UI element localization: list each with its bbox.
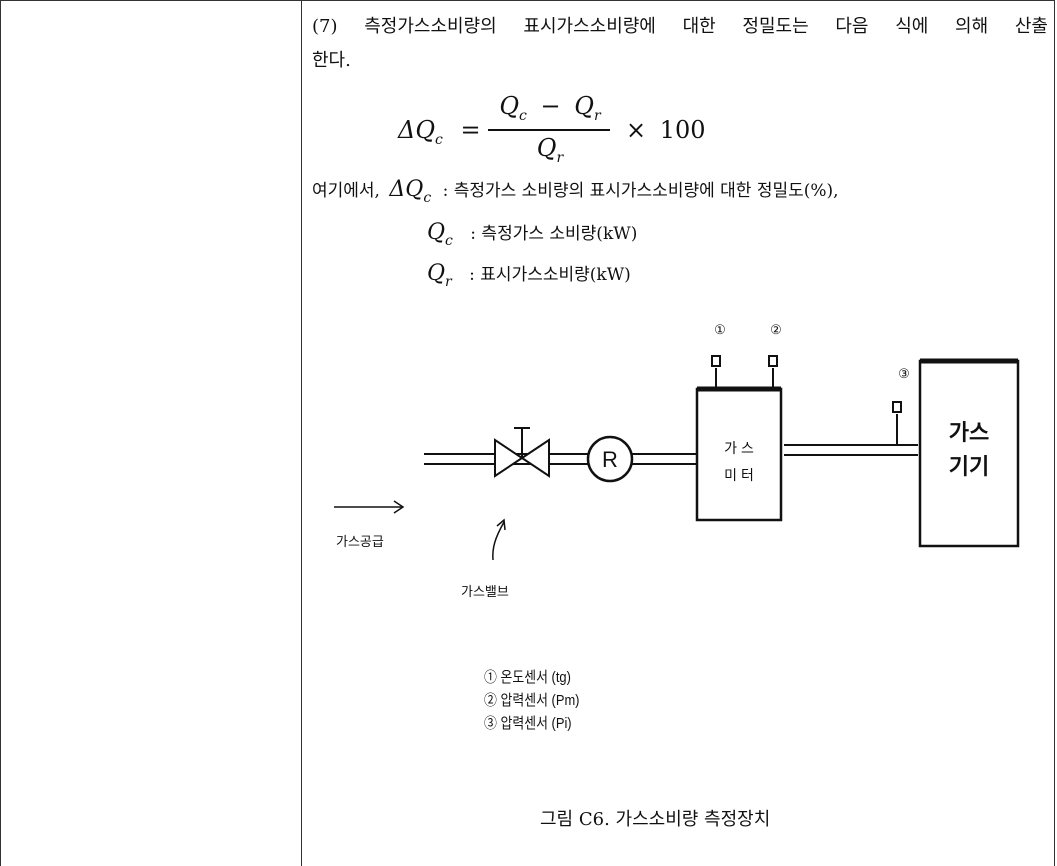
- sensor-number: ②: [770, 322, 782, 337]
- paragraph-word: 산출: [1014, 16, 1048, 37]
- outlet-pipe: [784, 444, 918, 456]
- equation-sub: r: [556, 150, 564, 166]
- definition-sub: r: [445, 274, 452, 290]
- definition-sub: c: [423, 190, 432, 206]
- paragraph-word: (7): [312, 16, 338, 37]
- fraction-denominator: Qr: [480, 134, 620, 166]
- definition-var: Q: [405, 177, 424, 202]
- valve-pointer-arrow-icon: [492, 518, 506, 561]
- figure-caption: 그림 C6. 가스소비량 측정장치: [540, 809, 771, 830]
- definition-var: Q: [427, 261, 446, 286]
- sensor-2: ②: [768, 322, 782, 389]
- paragraph-word: 표시가스소비량에: [523, 16, 656, 37]
- sensor-legend: ① 온도센서 (tg) ② 압력센서 (Pm) ③ 압력센서 (Pi): [484, 666, 579, 735]
- appliance-label: 가스: [949, 420, 989, 445]
- equals-sign: =: [460, 116, 481, 144]
- gas-meter-box: 가 스 미 터: [695, 386, 783, 522]
- delta-symbol: Δ: [389, 177, 406, 202]
- fraction-numerator: Qc − Qr: [480, 92, 620, 124]
- measurement-diagram: R 가 스 미 터 가스 기기 ① ② ③ 가스공급 가스밸브: [334, 322, 1020, 599]
- paragraph-word: 다음: [835, 16, 869, 37]
- paragraph-word: 정밀도는: [742, 16, 809, 37]
- table-left-border: [0, 0, 1, 866]
- appliance-label: 기기: [949, 454, 989, 479]
- equation-sub: c: [519, 108, 527, 124]
- definition-row-2: Qc : 측정가스 소비량(kW): [427, 219, 637, 249]
- paragraph-line-1: (7) 측정가스소비량의 표시가스소비량에 대한 정밀도는 다음 식에 의해 산…: [312, 10, 1048, 44]
- fraction-bar: [488, 129, 610, 131]
- meter-label: 미 터: [724, 467, 754, 483]
- equation-factor: 100: [659, 116, 706, 144]
- minus-sign: −: [540, 92, 561, 120]
- equation-var: Q: [499, 92, 520, 120]
- gas-valve-icon: [494, 427, 550, 478]
- table-top-border: [0, 0, 1055, 1]
- equation-sub: r: [593, 108, 601, 124]
- supply-label: 가스공급: [336, 534, 384, 549]
- definition-text: : 측정가스 소비량(kW): [470, 224, 638, 244]
- table-right-border: [1054, 0, 1055, 866]
- definition-var: Q: [427, 220, 446, 245]
- gas-appliance-box: 가스 기기: [918, 358, 1020, 548]
- legend-item: ① 온도센서 (tg): [484, 669, 571, 686]
- delta-symbol: Δ: [398, 116, 416, 144]
- definition-row-3: Qr : 표시가스소비량(kW): [427, 260, 631, 290]
- valve-label: 가스밸브: [461, 584, 509, 599]
- regulator-label: R: [602, 447, 618, 472]
- definition-row-1: 여기에서, ΔQc : 측정가스 소비량의 표시가스소비량에 대한 정밀도(%)…: [312, 176, 839, 206]
- supply-arrow-icon: [334, 500, 405, 514]
- regulator-icon: R: [586, 435, 634, 483]
- paragraph-word: 식에: [895, 16, 929, 37]
- times-sign: ×: [626, 116, 647, 144]
- legend-item: ③ 압력센서 (Pi): [484, 715, 572, 732]
- equation-lhs: ΔQc =: [398, 116, 481, 148]
- sensor-number: ①: [714, 322, 726, 337]
- paragraph-word: 대한: [682, 16, 716, 37]
- sensor-number: ③: [898, 366, 910, 381]
- paragraph-line-2: 한다.: [312, 50, 351, 71]
- equation-var: Q: [574, 92, 594, 120]
- meter-label: 가 스: [724, 440, 754, 456]
- definition-sub: c: [445, 233, 453, 249]
- sensor-3: ③: [892, 366, 910, 445]
- equation-sub: c: [435, 132, 443, 148]
- paragraph-word: 의해: [955, 16, 989, 37]
- paragraph-word: 측정가스소비량의: [364, 16, 497, 37]
- legend-item: ② 압력센서 (Pm): [484, 692, 580, 709]
- definition-intro: 여기에서,: [312, 181, 380, 201]
- paragraph-7: (7) 측정가스소비량의 표시가스소비량에 대한 정밀도는 다음 식에 의해 산…: [312, 10, 1048, 78]
- table-column-divider: [301, 0, 302, 866]
- equation-var: Q: [415, 116, 436, 144]
- sensor-1: ①: [711, 322, 726, 389]
- equation-multiplier: × 100: [626, 116, 706, 144]
- definition-text: : 표시가스소비량(kW): [469, 265, 631, 285]
- equation-var: Q: [536, 134, 557, 162]
- definition-text: : 측정가스 소비량의 표시가스소비량에 대한 정밀도(%),: [442, 181, 839, 201]
